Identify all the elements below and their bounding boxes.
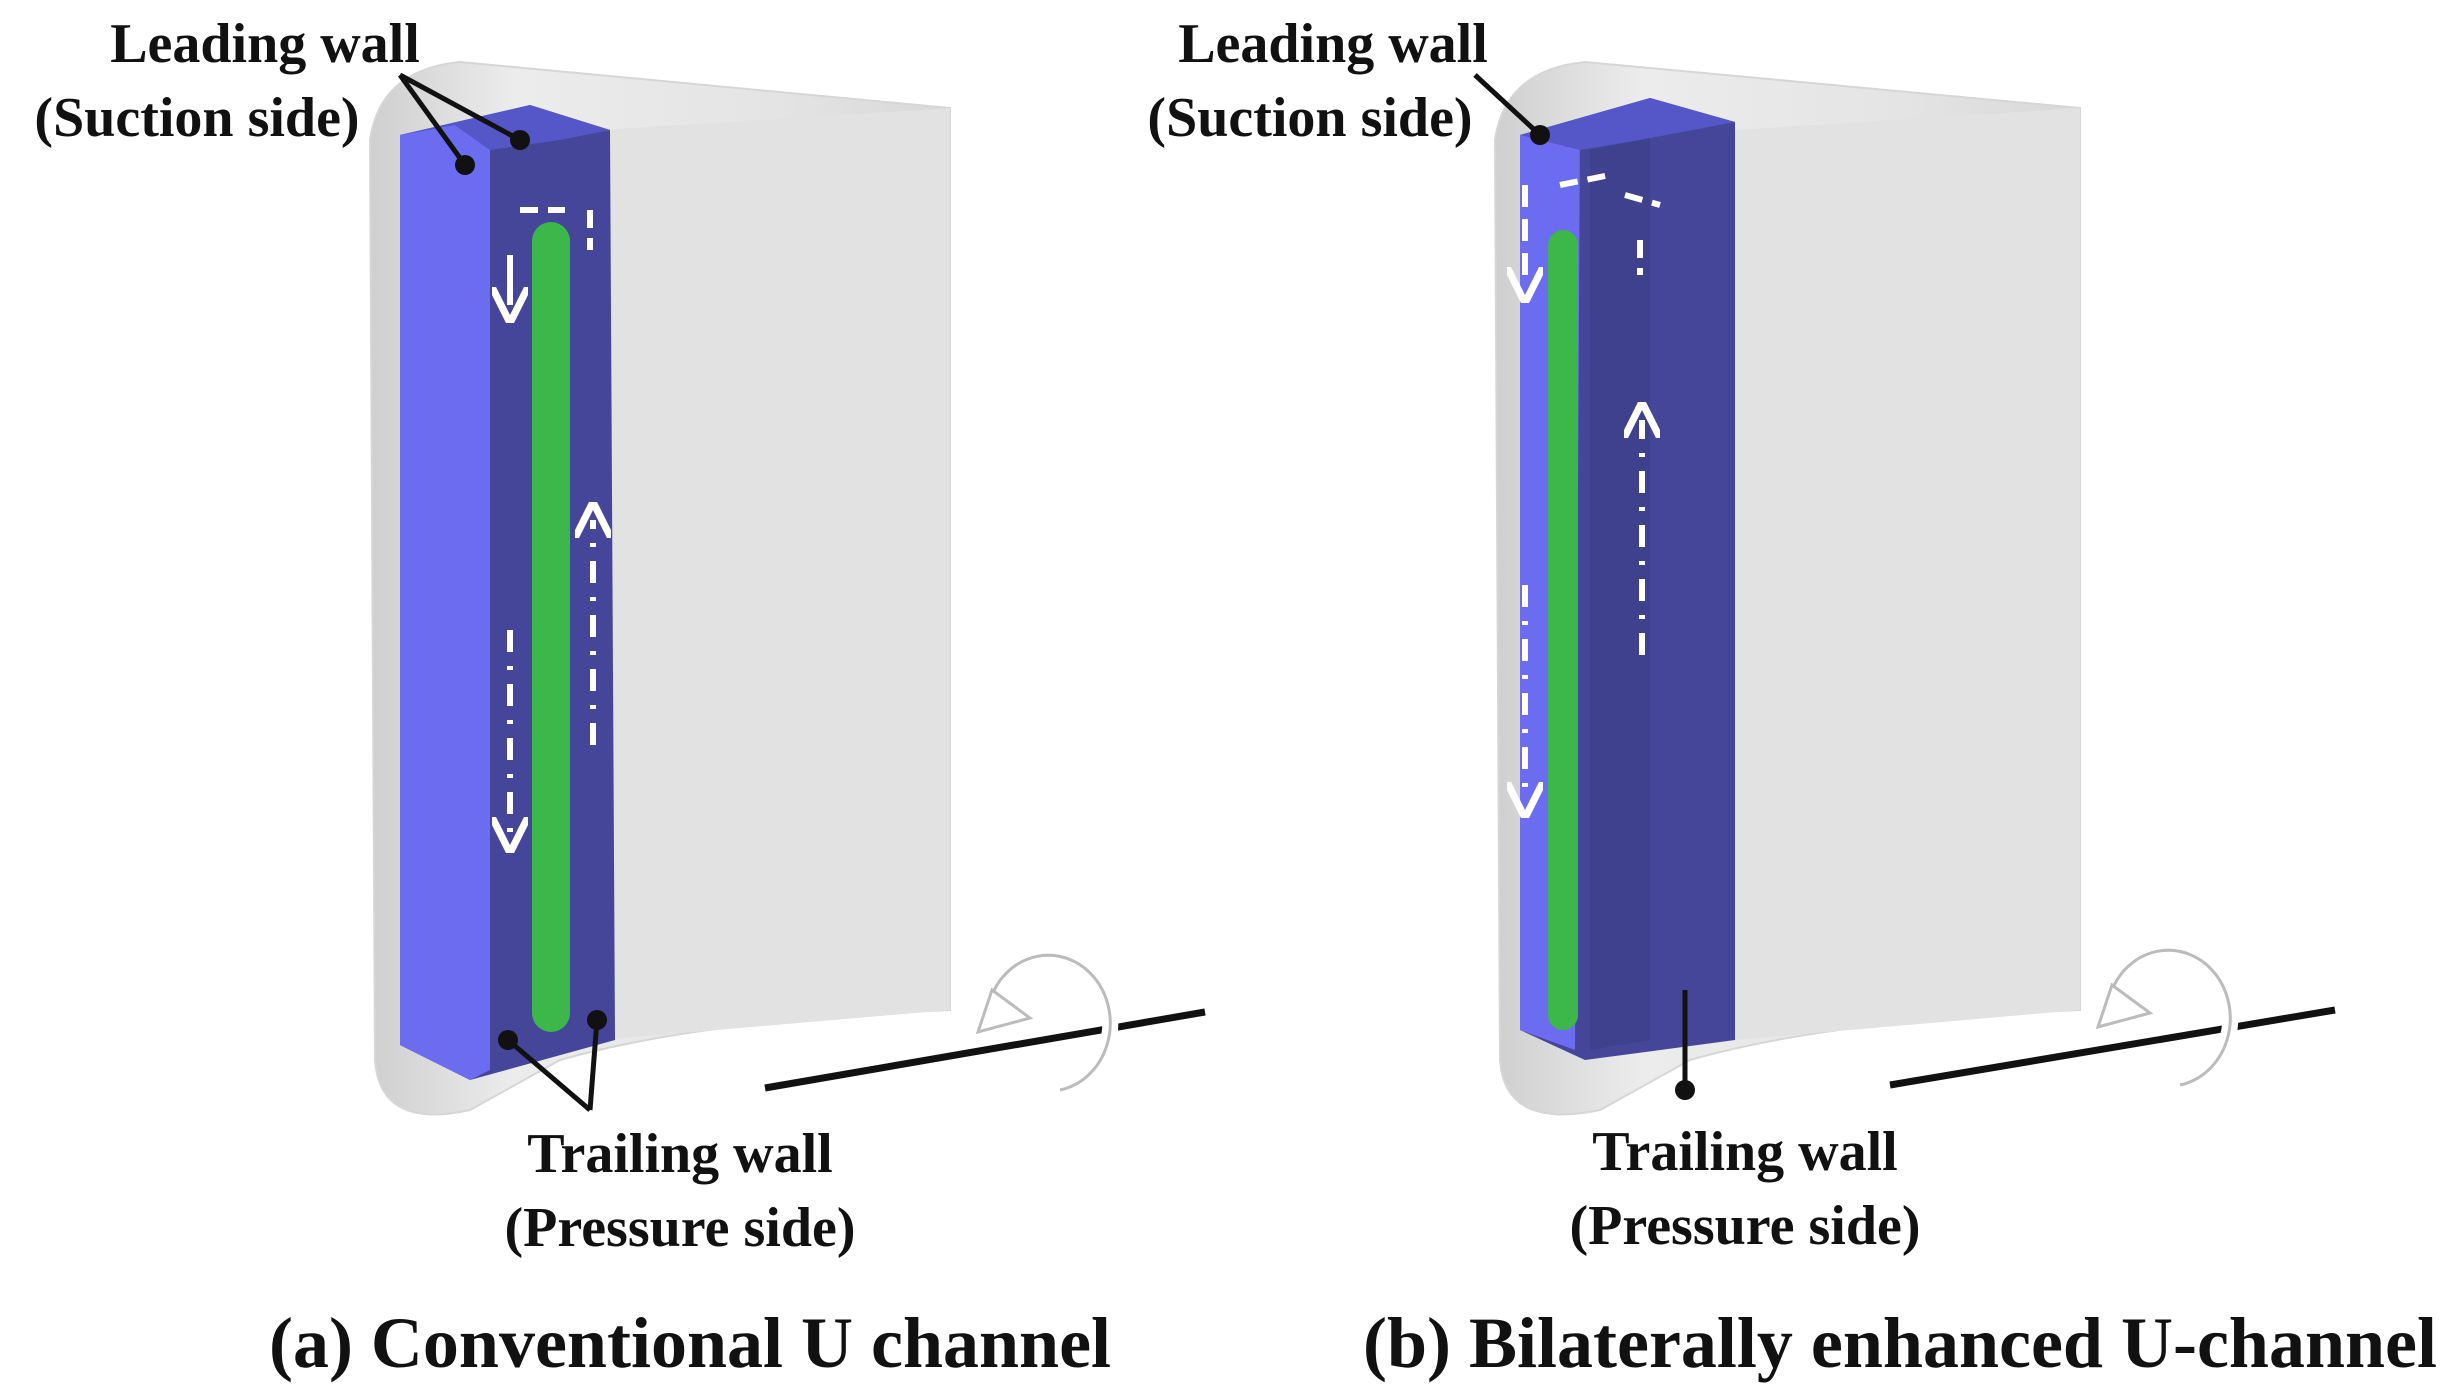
rib-divider xyxy=(1548,230,1578,1030)
rotation-axis xyxy=(764,947,1206,1098)
rotation-arrow-icon xyxy=(2095,942,2239,1093)
leading-wall-label: Leading wall xyxy=(110,13,420,75)
leading-wall-label: Leading wall xyxy=(1178,13,1488,75)
rotation-arrow-icon xyxy=(975,947,1119,1098)
leader-lines xyxy=(397,72,607,1112)
pressure-side-label: (Pressure side) xyxy=(505,1197,856,1259)
panel-b: Leading wall (Suction side) Trailing wal… xyxy=(1147,13,2437,1383)
trailing-wall-label: Trailing wall xyxy=(1592,1121,1897,1183)
u-channel xyxy=(400,105,615,1080)
u-channel xyxy=(1520,98,1735,1060)
caption-b: (b) Bilaterally enhanced U-channel xyxy=(1363,1303,2437,1383)
caption-a: (a) Conventional U channel xyxy=(269,1303,1111,1383)
suction-side-label: (Suction side) xyxy=(1147,87,1472,149)
leader-lines xyxy=(1473,73,1695,1100)
pressure-side-label: (Pressure side) xyxy=(1570,1195,1921,1257)
rib-divider xyxy=(532,222,570,1032)
flow-arrow-icon xyxy=(1525,172,1661,800)
rotation-axis xyxy=(1889,942,2336,1093)
flow-arrow-icon xyxy=(510,207,593,835)
trailing-wall-label: Trailing wall xyxy=(527,1123,832,1185)
panel-a: Leading wall (Suction side) Trailing wal… xyxy=(34,13,1206,1383)
suction-side-label: (Suction side) xyxy=(34,87,359,149)
